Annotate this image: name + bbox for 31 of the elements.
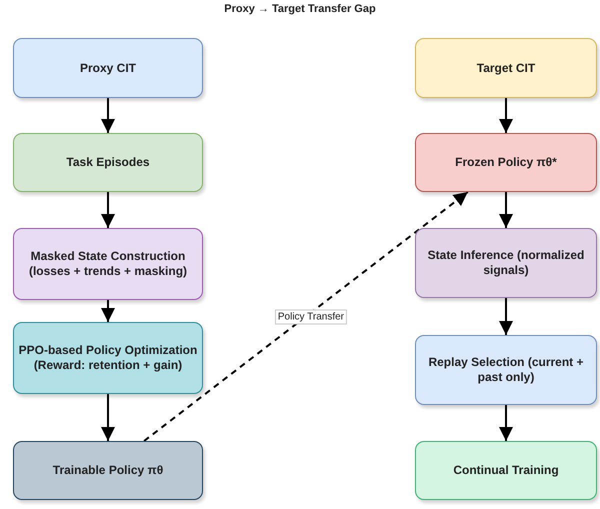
node-label: Replay Selection (current + past only) [427, 355, 585, 385]
process-box [415, 441, 597, 500]
arrow [499, 405, 513, 441]
process-box [13, 322, 203, 394]
process-box [415, 335, 597, 405]
process-box [415, 38, 597, 98]
process-box [13, 38, 203, 98]
arrow [499, 298, 513, 335]
node-label: Continual Training [452, 463, 560, 478]
arrow [101, 394, 115, 441]
process-box [415, 133, 597, 192]
process-box [13, 228, 203, 300]
arrow [144, 191, 468, 442]
node-label: Proxy CIT [78, 60, 137, 76]
node-label: PPO-based Policy Optimization (Reward: retention + gain) [18, 343, 198, 373]
arrow [101, 192, 115, 228]
node-label: Target CIT [476, 60, 536, 76]
node-label: Masked State Construction (losses + trends + masking) [28, 249, 188, 279]
arrow [499, 98, 513, 133]
node-label: Trainable Policy πθ [52, 463, 164, 478]
process-box [13, 441, 203, 500]
node-label: Frozen Policy πθ* [454, 155, 558, 170]
process-box [415, 228, 597, 298]
arrow [499, 192, 513, 228]
node-label: Task Episodes [65, 155, 151, 170]
arrow [101, 98, 115, 133]
process-box [13, 133, 203, 192]
diagram-title: Proxy → Target Transfer Gap [224, 3, 376, 15]
node-label: State Inference (normalized signals) [426, 248, 586, 278]
arrow [101, 300, 115, 322]
edge-label: Policy Transfer [274, 309, 347, 324]
